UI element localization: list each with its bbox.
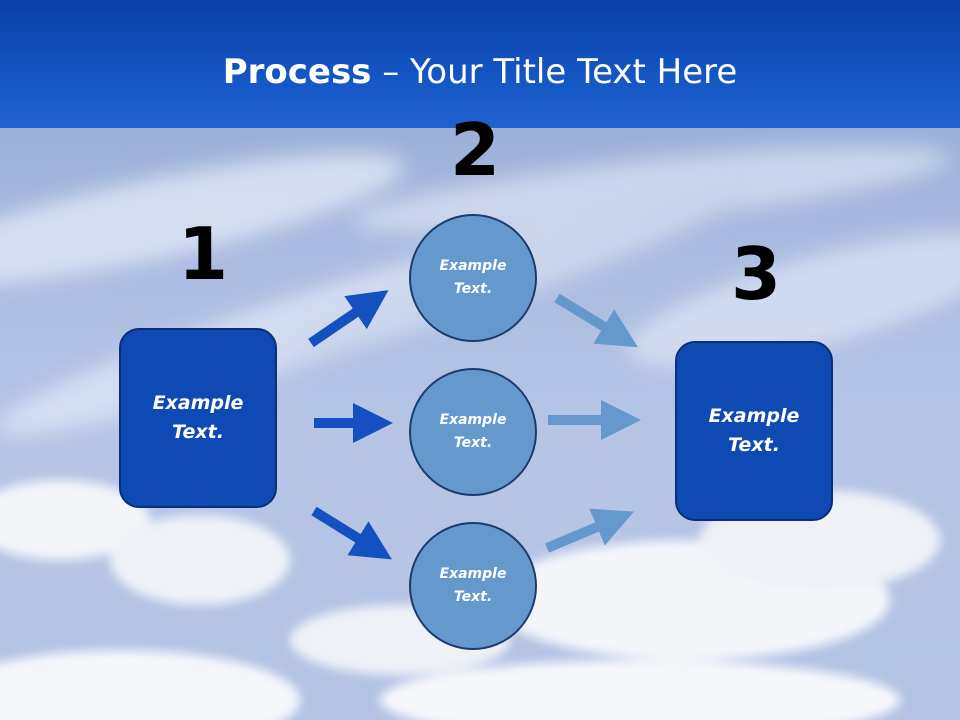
step-2-circle-top: Example Text. — [409, 214, 537, 342]
step-3-label: Example Text. — [708, 405, 800, 456]
title-rest: – Your Title Text Here — [371, 52, 738, 92]
step-3-box: Example Text. — [675, 341, 833, 521]
slide-title: Process – Your Title Text Here — [0, 52, 960, 92]
arrow-1-to-bottom-icon — [311, 506, 392, 560]
step-2-circle-middle: Example Text. — [409, 368, 537, 496]
title-bold: Process — [222, 52, 372, 92]
step-number-1: 1 — [178, 212, 229, 296]
step-number-3: 3 — [731, 232, 782, 316]
circle-middle-label: Example Text. — [439, 412, 507, 451]
step-1-label: Example Text. — [152, 392, 244, 443]
step-number-2: 2 — [450, 108, 501, 192]
circle-bottom-label: Example Text. — [439, 566, 507, 605]
title-bar — [0, 0, 960, 128]
step-1-box: Example Text. — [119, 328, 277, 508]
arrow-top-to-3-icon — [554, 293, 638, 348]
arrow-1-to-top-icon — [308, 290, 389, 348]
step-2-circle-bottom: Example Text. — [409, 522, 537, 650]
circle-top-label: Example Text. — [439, 258, 507, 297]
arrow-bottom-to-3-icon — [545, 508, 634, 553]
